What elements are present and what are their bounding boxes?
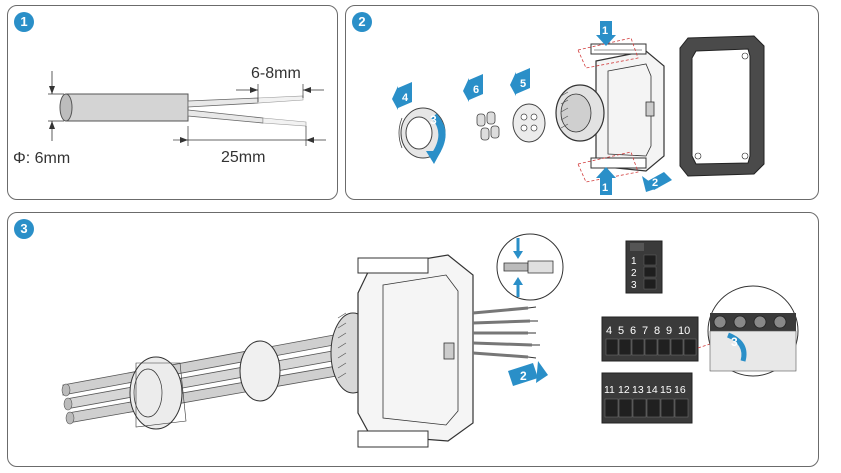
svg-text:7: 7 xyxy=(642,325,648,337)
screw-detail xyxy=(697,285,799,377)
connector-disassembly-diagram: 4 6 5 3 1 1 2 xyxy=(392,21,765,195)
step-1-panel: 1 6-8mm 25mm Φ: 6mm xyxy=(7,5,338,200)
terminal-block-small: 1 2 3 xyxy=(625,240,663,294)
multi-hole-seal xyxy=(512,103,546,143)
crimp-detail xyxy=(496,233,564,301)
multi-hole-seal xyxy=(239,340,281,402)
callout-arrow-1-top: 1 xyxy=(596,21,616,46)
callout-arrow-6: 6 xyxy=(463,74,483,102)
step-3-badge: 3 xyxy=(14,219,34,239)
step-2-badge: 2 xyxy=(352,12,372,32)
step-1-badge: 1 xyxy=(14,12,34,32)
svg-text:5: 5 xyxy=(618,325,624,337)
svg-text:8: 8 xyxy=(654,325,660,337)
svg-text:6: 6 xyxy=(630,325,636,337)
svg-text:16: 16 xyxy=(674,384,686,396)
terminal-block-top: 4 5 6 7 8 9 10 xyxy=(601,316,699,362)
callout-arrow-1-bottom: 1 xyxy=(596,167,616,195)
svg-text:3: 3 xyxy=(631,280,637,291)
connector-housing xyxy=(555,43,665,172)
svg-text:1: 1 xyxy=(602,25,608,37)
callout-arrow-2: 2 xyxy=(508,361,548,386)
svg-text:12: 12 xyxy=(618,384,630,396)
strip-total-label: 25mm xyxy=(221,149,265,166)
diameter-label: Φ: 6mm xyxy=(13,150,70,167)
svg-text:6: 6 xyxy=(473,84,479,96)
svg-text:1: 1 xyxy=(602,182,608,194)
svg-text:2: 2 xyxy=(652,177,658,189)
step-3-panel: 3 xyxy=(7,212,819,467)
seal-plugs xyxy=(476,111,500,141)
connector-frame xyxy=(679,35,765,177)
svg-text:4: 4 xyxy=(606,325,612,337)
callout-arrow-2: 2 xyxy=(642,172,672,192)
step-2-panel: 2 xyxy=(345,5,819,200)
svg-text:15: 15 xyxy=(660,384,672,396)
connector-housing xyxy=(330,254,540,448)
sealing-nut xyxy=(129,356,187,430)
svg-text:2: 2 xyxy=(520,369,527,383)
cable-strip-diagram: 6-8mm 25mm Φ: 6mm xyxy=(13,65,326,167)
svg-text:4: 4 xyxy=(402,92,409,104)
svg-text:13: 13 xyxy=(632,384,644,396)
terminal-block-bottom: 11 12 13 14 15 16 xyxy=(601,372,693,424)
svg-text:11: 11 xyxy=(604,384,615,396)
strip-length-label: 6-8mm xyxy=(251,65,301,82)
svg-text:10: 10 xyxy=(678,325,690,337)
svg-text:14: 14 xyxy=(646,384,658,396)
svg-text:5: 5 xyxy=(520,78,526,90)
svg-text:1: 1 xyxy=(631,256,637,267)
svg-text:2: 2 xyxy=(631,268,637,279)
callout-arrow-4: 4 xyxy=(392,82,412,110)
callout-3-label: 3 xyxy=(731,335,738,349)
cable-assembly-diagram: 2 1 2 3 4 5 6 7 8 9 xyxy=(61,233,799,448)
callout-3-label: 3 xyxy=(430,113,437,127)
callout-arrow-5: 5 xyxy=(510,68,530,96)
svg-text:9: 9 xyxy=(666,325,672,337)
